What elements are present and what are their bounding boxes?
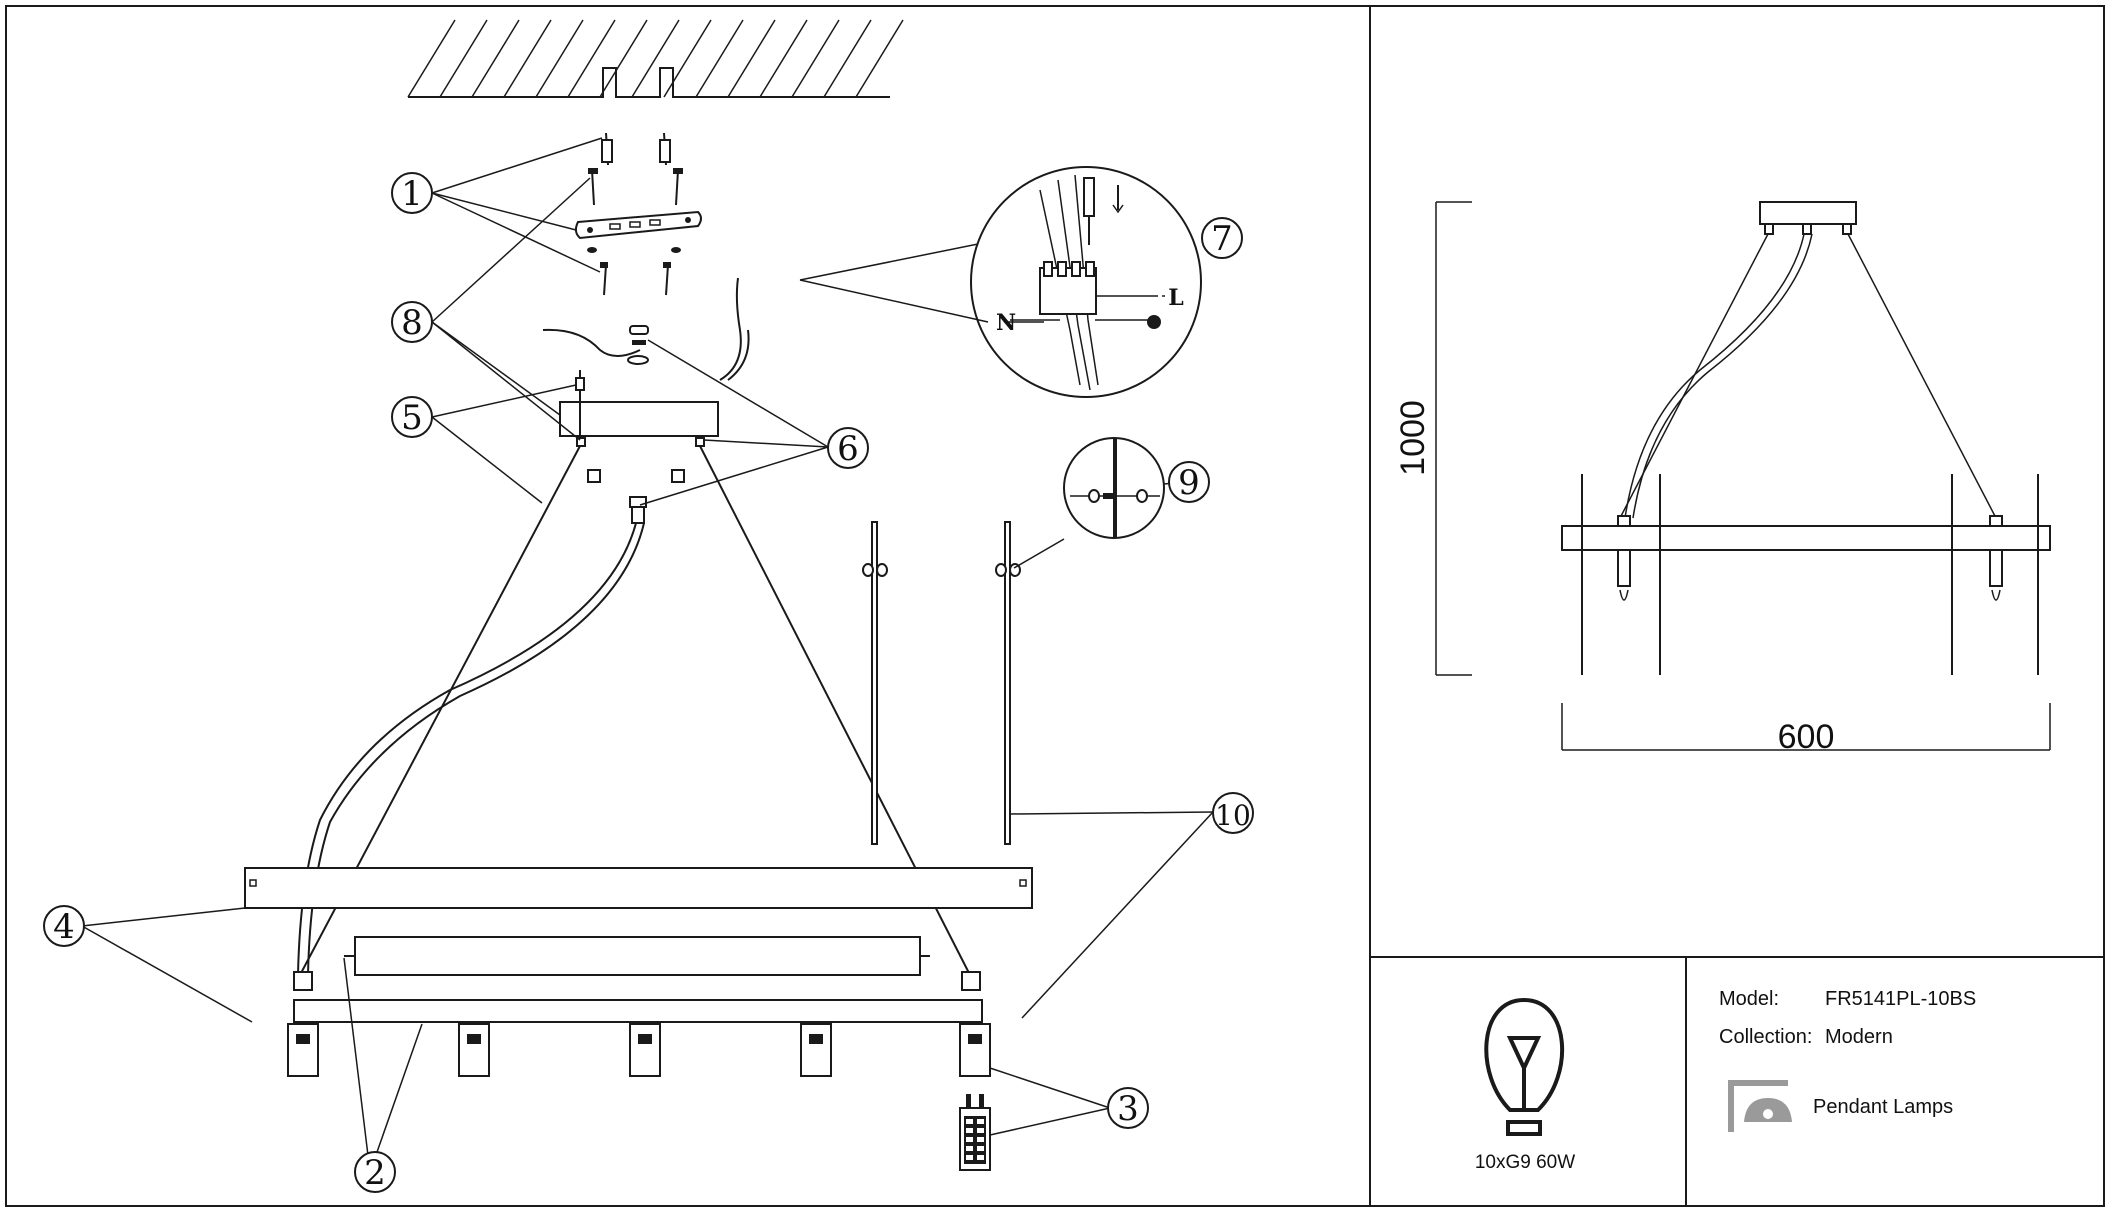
svg-text:9: 9 [1178, 463, 1200, 503]
svg-text:3: 3 [1117, 1089, 1139, 1129]
light-bulb-icon [1484, 997, 1565, 1136]
svg-text:6: 6 [837, 429, 859, 469]
g9-led-bulb [959, 1094, 991, 1171]
leader-lines [81, 137, 1214, 1173]
collection-label: Collection: [1719, 1026, 1813, 1048]
mounting-bracket [574, 210, 702, 240]
rod-connector-detail [1063, 437, 1165, 539]
svg-text:4: 4 [53, 907, 75, 947]
pendant-lamp-icon [1728, 1080, 1792, 1132]
model-value: FR5141PL-10BS [1825, 988, 1977, 1010]
svg-text:8: 8 [401, 303, 423, 343]
bulb-spec: 10xG9 60W [1474, 1152, 1576, 1173]
lower-frame-bar [293, 999, 983, 1023]
decorative-rods [862, 521, 1021, 845]
callout-5 [391, 396, 433, 438]
collection-value: Modern [1825, 1026, 1893, 1048]
svg-text:2: 2 [364, 1153, 386, 1193]
callout-1 [391, 172, 433, 214]
canopy [559, 401, 719, 437]
canopy-assembly [542, 277, 750, 524]
callout-4 [43, 905, 85, 947]
callout-10 [1212, 792, 1254, 834]
callout-6 [827, 427, 869, 469]
callout-2 [354, 1151, 396, 1193]
light-bar [354, 936, 921, 976]
ceiling [407, 19, 904, 98]
lamp-body [244, 867, 1033, 1077]
svg-text:5: 5 [401, 398, 423, 438]
width-dimension: 600 [1778, 718, 1835, 756]
mounting-hardware [574, 132, 702, 296]
callout-8 [391, 301, 433, 343]
height-dimension: 1000 [1394, 400, 1432, 476]
model-label: Model: [1719, 988, 1780, 1010]
dimension-view [1435, 201, 2051, 751]
callout-9 [1168, 461, 1210, 503]
callout-7 [1201, 217, 1243, 259]
page-border [5, 5, 2105, 1207]
wiring-detail [970, 166, 1202, 398]
svg-text:10: 10 [1215, 799, 1251, 832]
upper-frame-bar [244, 867, 1033, 909]
category-label: Pendant Lamps [1813, 1096, 1954, 1118]
callout-circles: 1 2 3 4 5 6 7 8 9 10 [43, 172, 1254, 1193]
live-wire-label: L [1168, 285, 1183, 311]
callout-3 [1107, 1087, 1149, 1129]
svg-text:1: 1 [401, 174, 423, 214]
neutral-wire-label: N [996, 310, 1016, 336]
svg-text:7: 7 [1211, 219, 1233, 259]
